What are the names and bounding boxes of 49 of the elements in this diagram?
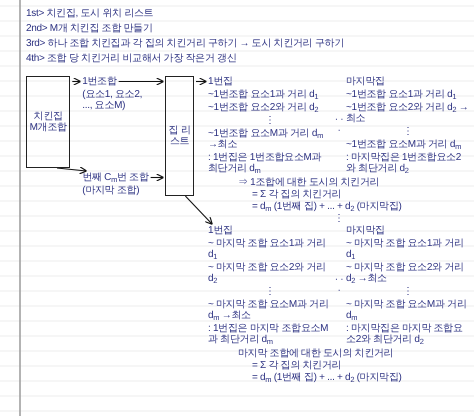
summary-text: = Σ 각 집의 치킨거리 [251, 189, 342, 200]
combination-label: 1번조합 [82, 76, 117, 87]
distance-note: ~1번조합 요소M과 거리 d$_{m}$ →최소 [208, 128, 324, 150]
summary-text: = Σ 각 집의 치킨거리 [251, 360, 342, 371]
distance-note: : 1번집은 1번조합요소M과 최단거리 d$_{m}$ [208, 152, 322, 174]
distance-note: ~ 마지막 조합 요소M과 거리 d$_{m}$ [346, 299, 468, 321]
summary-text: = d$_{m}$ (1번째 집) + ... + d$_{2}$ (마지막집) [251, 201, 403, 212]
arrow [184, 196, 213, 225]
house-label: 1번집 [208, 225, 233, 236]
combination-label: 번째 C$_{m}$번 조합 [82, 172, 149, 183]
arrow [150, 173, 164, 182]
vertical-ellipsis: ⋮ [402, 286, 414, 297]
arrow [56, 166, 88, 174]
arrow [196, 77, 207, 86]
summary-text: 마지막 조합에 대한 도시의 치킨거리 [238, 348, 394, 359]
group-box: 치킨집 M개조합 [26, 76, 70, 168]
vertical-ellipsis: ⋮ [264, 286, 276, 297]
summary-text: ⇒ 1조합에 대한 도시의 치킨거리 [238, 177, 380, 188]
distance-note: ~1번조합 요소2와 거리 d$_{2}$ →최소 [346, 102, 470, 124]
distance-note: ~ 마지막 조합 요소1과 거리 d$_{1}$ [208, 238, 327, 260]
distance-note: : 마지막집은 1번조합요소2와 최단거리 d$_{2}$ [346, 152, 462, 174]
arrow [72, 77, 82, 86]
step-text: 2nd> M개 치킨집 조합 만들기 [26, 23, 154, 34]
distance-note: ~1번조합 요소M과 거리 d$_{m}$ [346, 139, 462, 150]
distance-note: : 마지막집은 마지막 조합요소2와 최단거리 d$_{2}$ [346, 323, 464, 345]
house-label: 마지막집 [346, 76, 386, 87]
distance-note: ~1번조합 요소1과 거리 d$_{1}$ [208, 89, 320, 100]
list-box: 집 리스트 [165, 76, 194, 196]
arrow [118, 77, 164, 86]
step-text: 1st> 치킨집, 도시 위치 리스트 [26, 8, 154, 19]
distance-note: ~ 마지막 조합 요소2와 거리 d$_{2}$ →최소 [346, 262, 465, 284]
caption-text: (마지막 조합) [82, 185, 140, 196]
distance-note: : 1번집은 마지막 조합요소M과 최단거리 d$_{m}$ [208, 323, 330, 345]
step-text: 3rd> 하나 조합 치킨집과 각 집의 치킨거리 구하기 → 도시 치킨거리 구하기 [26, 38, 345, 49]
horizontal-ellipsis: · · · [334, 274, 344, 296]
vertical-ellipsis: ⋮ [402, 126, 414, 137]
vertical-ellipsis: ⋮ [333, 213, 345, 224]
step-text: 4th> 조합 당 치킨거리 비교해서 가장 작은거 갱신 [26, 53, 238, 64]
caption-text: (요소1, 요소2, ..., 요소M) [82, 89, 144, 111]
house-label: 1번집 [208, 76, 233, 87]
summary-text: = d$_{m}$ (1번째 집) + ... + d$_{2}$ (마지막집) [251, 372, 403, 383]
distance-note: ~1번조합 요소2와 거리 d$_{2}$ [208, 102, 320, 113]
distance-note: ~1번조합 요소1과 거리 d$_{1}$ [346, 89, 458, 100]
house-label: 마지막집 [346, 225, 386, 236]
horizontal-ellipsis: · · · [334, 114, 344, 136]
distance-note: ~ 마지막 조합 요소M과 거리 d$_{m}$ →최소 [208, 299, 330, 321]
distance-note: ~ 마지막 조합 요소2와 거리 d$_{2}$ [208, 262, 327, 284]
vertical-ellipsis: ⋮ [264, 115, 276, 126]
distance-note: ~ 마지막 조합 요소1과 거리 d$_{1}$ [346, 238, 465, 260]
